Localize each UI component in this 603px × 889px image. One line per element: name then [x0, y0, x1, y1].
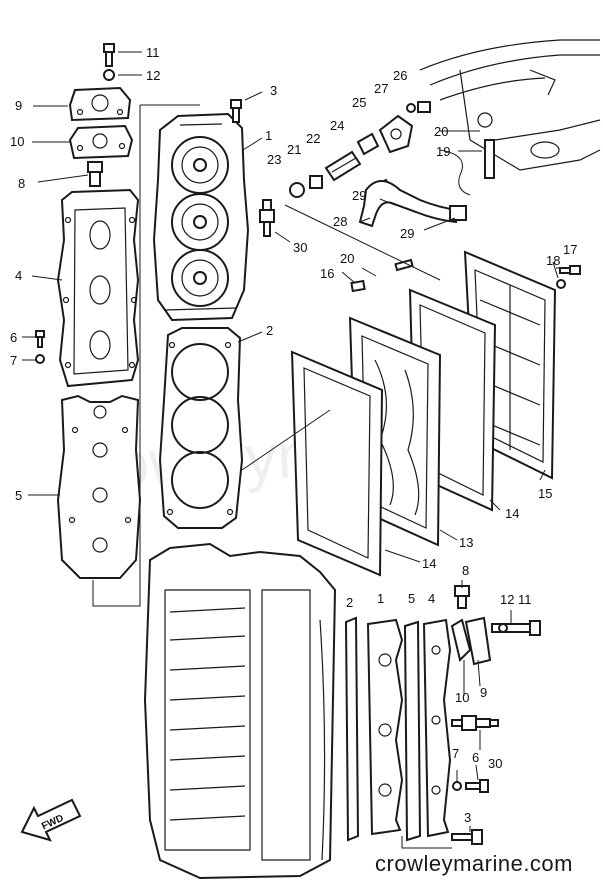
callout-8-top: 8	[18, 176, 25, 191]
bracket-part-9	[68, 86, 132, 122]
callout-30-lower: 30	[488, 756, 502, 771]
callout-15: 15	[538, 486, 552, 501]
callout-13: 13	[459, 535, 473, 550]
head-gasket-part-2-upper	[158, 327, 244, 529]
callout-22: 22	[306, 131, 320, 146]
fitting-part-8-lower	[454, 585, 470, 609]
callout-29-lower: 29	[400, 226, 414, 241]
callout-28: 28	[333, 214, 347, 229]
callout-10-top: 10	[10, 134, 24, 149]
callout-7-lower: 7	[452, 746, 459, 761]
callout-14-back: 14	[505, 506, 519, 521]
washer-part-12-lower	[498, 623, 508, 633]
leader-lower-bolt	[401, 836, 452, 849]
bolt-part-11-top	[103, 43, 115, 67]
callout-26: 26	[393, 68, 407, 83]
callout-6-lower: 6	[472, 750, 479, 765]
cylinder-block	[143, 542, 337, 880]
bolt-part-6-left	[35, 330, 45, 348]
callout-leader-lines	[22, 51, 568, 832]
site-watermark: crowleymarine.com	[375, 851, 573, 876]
head-cover-part-4-lower	[422, 618, 452, 838]
callout-21: 21	[287, 142, 301, 157]
bolt-part-3-lower	[451, 829, 483, 845]
fitting-part-8-top	[87, 161, 103, 187]
callout-16: 16	[320, 266, 334, 281]
callout-30-top: 30	[293, 240, 307, 255]
callout-3-top: 3	[270, 83, 277, 98]
callout-18: 18	[546, 253, 560, 268]
callout-8-lower: 8	[462, 563, 469, 578]
callout-11-top: 11	[146, 45, 160, 60]
callout-4-top: 4	[15, 268, 22, 283]
cylinder-head-part-1-lower	[366, 618, 404, 836]
gasket-part-5-lower	[403, 620, 422, 842]
callout-3-lower: 3	[464, 810, 471, 825]
bolt-part-6-lower	[465, 779, 489, 793]
callout-2-lower: 2	[346, 595, 353, 610]
callout-1-top: 1	[265, 128, 272, 143]
spark-plug-part-30-lower	[451, 715, 499, 731]
assembly-bracket-lines	[92, 104, 200, 607]
callout-5-left: 5	[15, 488, 22, 503]
callout-9-lower: 9	[480, 685, 487, 700]
callout-12-top: 12	[146, 68, 160, 83]
callout-20-mid: 20	[340, 251, 354, 266]
gasket-part-10-lower	[450, 618, 472, 662]
callout-23: 23	[267, 152, 281, 167]
callout-12-lower: 12	[500, 592, 514, 607]
callout-25: 25	[352, 95, 366, 110]
hose-fittings-group	[284, 101, 495, 293]
forward-direction-arrow-icon: FWD	[20, 798, 82, 842]
callout-2-top: 2	[266, 323, 273, 338]
callout-6-left: 6	[10, 330, 17, 345]
engine-outline-top-right	[419, 39, 601, 171]
callout-labels: 11 12 9 10 8 4 6 7 5 3 1 2 30 23 21 22 2…	[10, 45, 577, 825]
washer-part-7-lower	[452, 781, 462, 791]
callout-24: 24	[330, 118, 344, 133]
callout-19: 19	[436, 144, 450, 159]
callout-20-top: 20	[434, 124, 448, 139]
spark-plug-part-30-top	[259, 199, 275, 237]
bolt-part-11-lower	[491, 620, 541, 636]
bolt-part-3-top	[230, 99, 242, 123]
callout-5-lower: 5	[408, 591, 415, 606]
bolt-part-17	[559, 265, 581, 275]
callout-10-lower: 10	[455, 690, 469, 705]
callout-9-top: 9	[15, 98, 22, 113]
callout-1-lower: 1	[377, 591, 384, 606]
bracket-part-9-lower	[464, 616, 492, 666]
callout-27: 27	[374, 81, 388, 96]
cylinder-head-cover-part-4	[56, 188, 140, 388]
leader-gasket-link	[241, 409, 331, 471]
washer-part-18	[556, 279, 566, 289]
gasket-part-5	[56, 394, 142, 579]
exhaust-gasket-part-14-front	[290, 350, 384, 577]
washer-part-12-top	[103, 69, 115, 81]
callout-7-left: 7	[10, 353, 17, 368]
gasket-part-10	[68, 124, 134, 160]
cylinder-head-part-1-upper	[152, 112, 250, 322]
callout-17: 17	[563, 242, 577, 257]
callout-4-lower: 4	[428, 591, 435, 606]
callout-14-front: 14	[422, 556, 436, 571]
callout-29-upper: 29	[352, 188, 366, 203]
callout-11-lower: 11	[518, 592, 532, 607]
washer-part-7-left	[35, 354, 45, 364]
head-gasket-part-2-lower	[344, 616, 360, 842]
